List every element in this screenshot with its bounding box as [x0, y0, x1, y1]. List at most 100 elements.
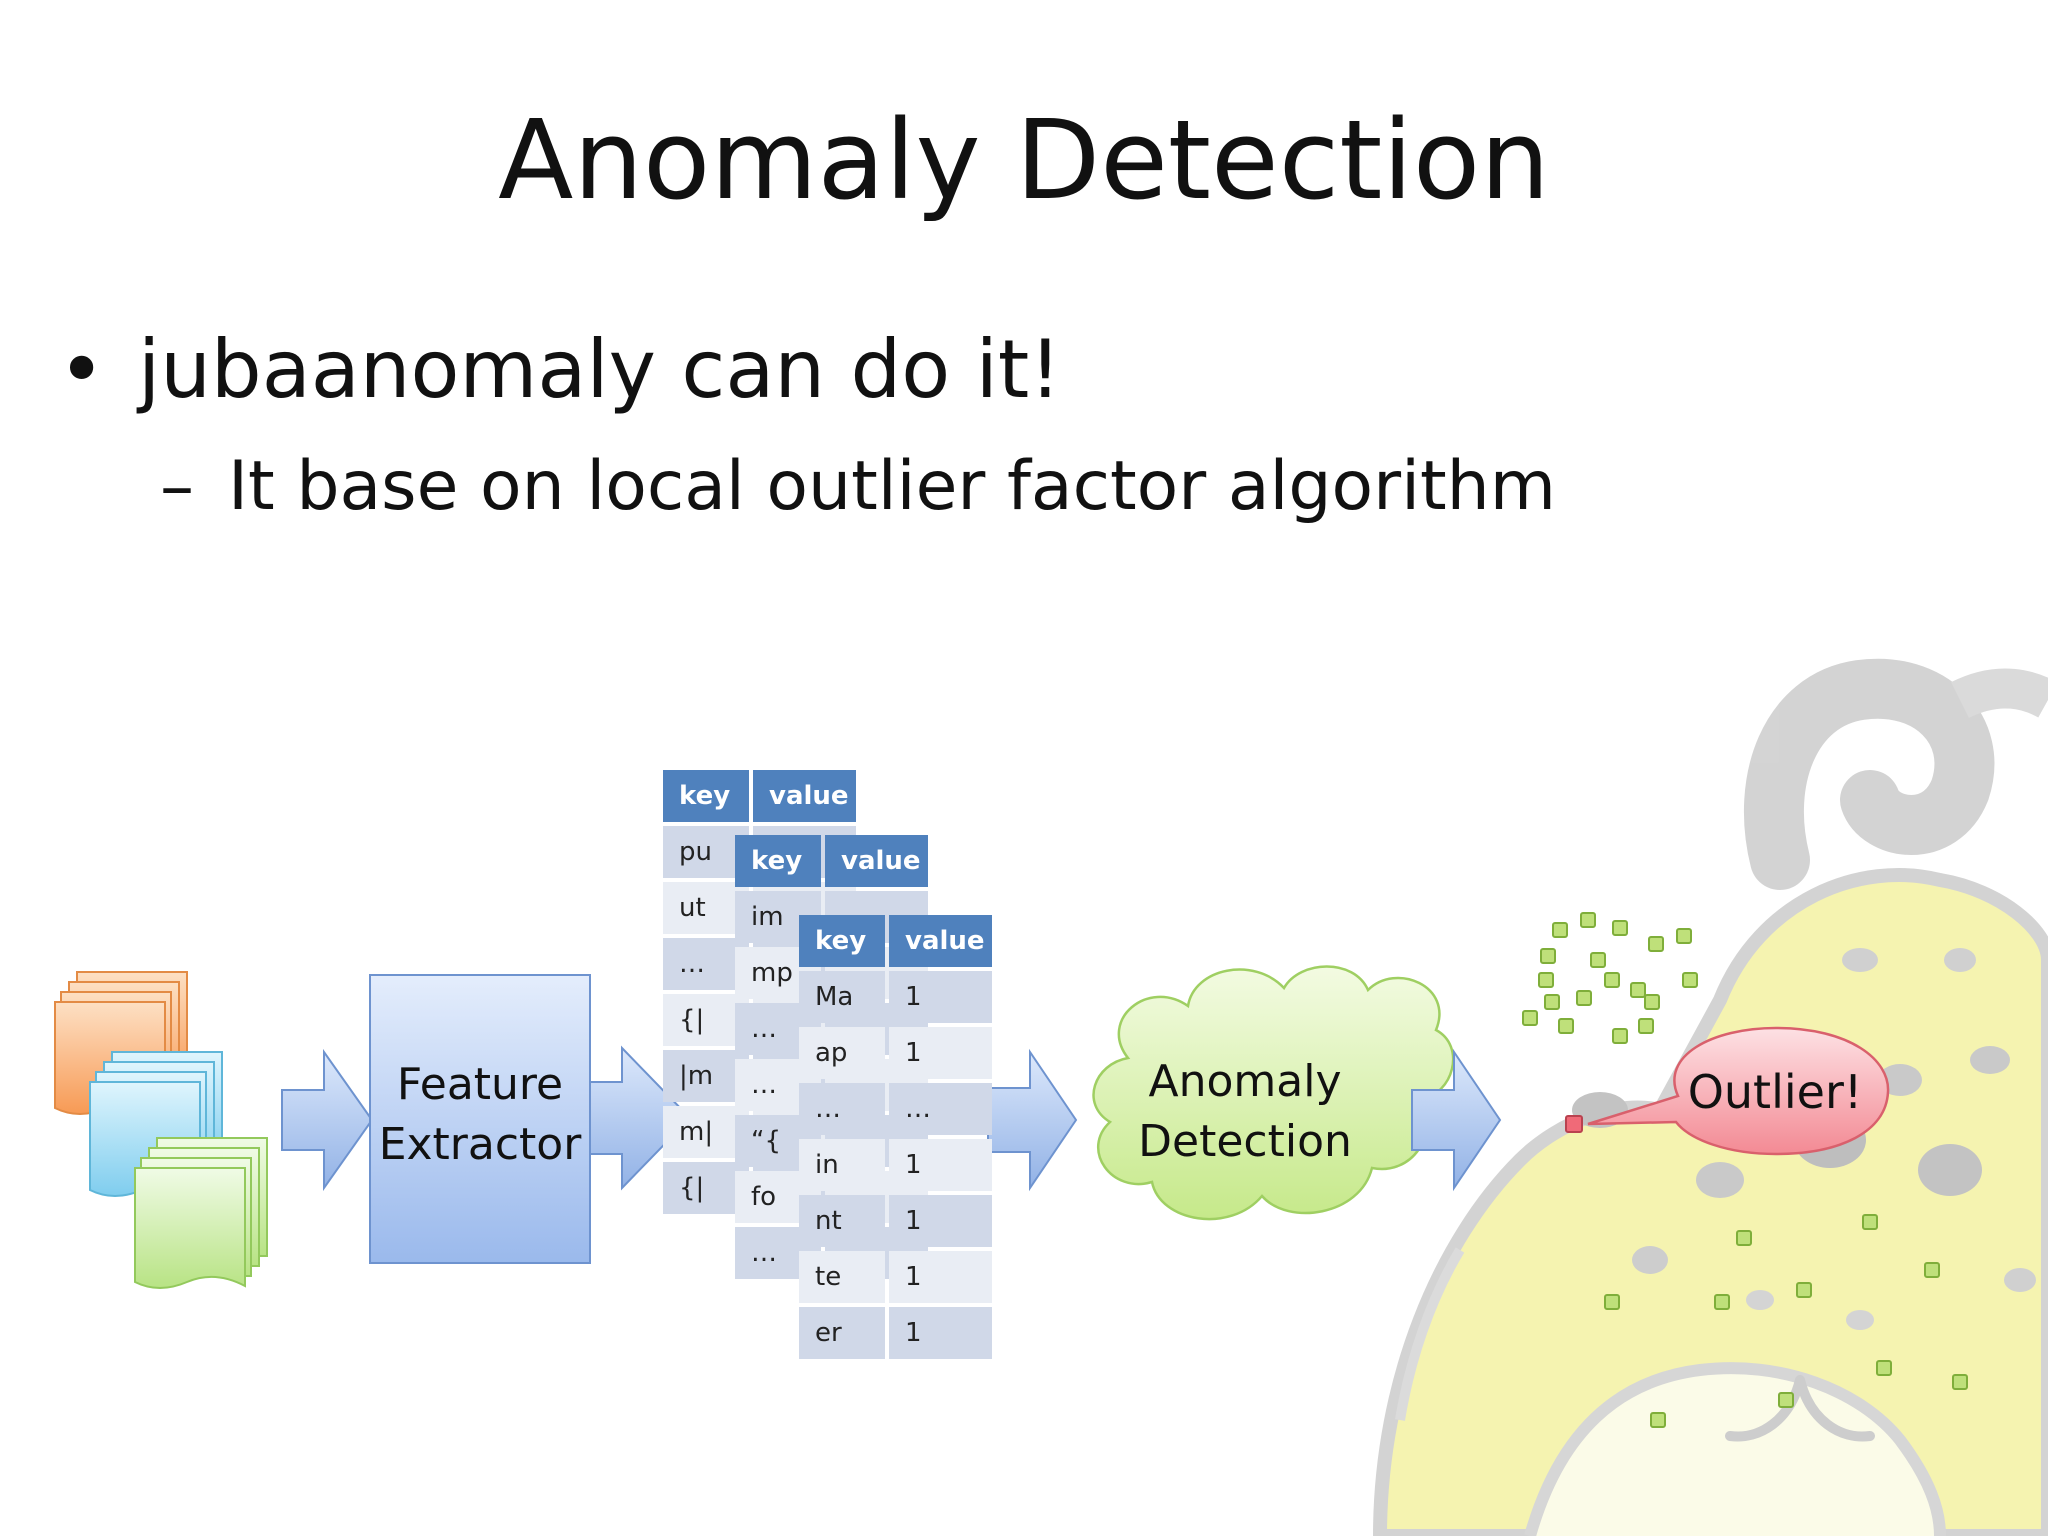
mascot-shape — [2004, 1268, 2036, 1292]
mascot-shape — [1970, 1046, 2010, 1074]
mascot-shape — [1944, 948, 1976, 972]
key-cell: pu — [663, 826, 749, 878]
mascot-shape — [1746, 1290, 1774, 1310]
value-cell: 1 — [889, 1195, 992, 1247]
arrow-right-icon — [281, 1048, 374, 1192]
value-column-header: value — [889, 915, 992, 967]
mascot-shape — [1632, 1246, 1668, 1274]
data-point — [1612, 920, 1628, 936]
data-point — [1650, 1412, 1666, 1428]
key-cell: … — [663, 938, 749, 990]
value-cell: 1 — [889, 971, 992, 1023]
arrow-right-icon — [987, 1048, 1078, 1192]
bullet-2-marker: – — [160, 447, 194, 526]
data-point — [1778, 1392, 1794, 1408]
value-cell: 1 — [889, 1027, 992, 1079]
key-column-header: key — [799, 915, 885, 967]
mascot-shape — [1725, 1375, 1875, 1442]
data-point — [1576, 990, 1592, 1006]
key-cell: Ma — [799, 971, 885, 1023]
value-cell: 1 — [889, 1307, 992, 1359]
data-point — [1538, 972, 1554, 988]
data-point — [1638, 1018, 1654, 1034]
mascot-shape — [1395, 1247, 1465, 1421]
bullet-2-text: It base on local outlier factor algorith… — [228, 447, 1556, 526]
data-point — [1552, 922, 1568, 938]
anomaly-detection-label-line-2: Detection — [1138, 1116, 1352, 1167]
data-point — [1544, 994, 1560, 1010]
key-cell: ut — [663, 882, 749, 934]
data-point — [1522, 1010, 1538, 1026]
feature-extractor-label: Feature Extractor — [368, 1055, 592, 1175]
mascot-shape — [1696, 1162, 1744, 1198]
value-column-header: value — [825, 835, 928, 887]
key-cell: er — [799, 1307, 885, 1359]
data-point — [1924, 1262, 1940, 1278]
feature-extractor-label-line-2: Extractor — [378, 1119, 582, 1170]
feature-extractor-box — [369, 974, 692, 1264]
key-cell: {| — [663, 994, 749, 1046]
data-point — [1540, 948, 1556, 964]
mascot-shape — [1846, 1310, 1874, 1330]
data-point — [1630, 982, 1646, 998]
key-cell: in — [799, 1139, 885, 1191]
document-stack-green — [134, 1137, 268, 1289]
key-column-header: key — [663, 770, 749, 822]
data-points — [1522, 912, 1968, 1428]
data-point — [1644, 994, 1660, 1010]
data-point — [1604, 1294, 1620, 1310]
data-point — [1604, 972, 1620, 988]
table-row: …… — [799, 1083, 992, 1135]
key-cell: {| — [663, 1162, 749, 1214]
data-point — [1876, 1360, 1892, 1376]
data-point — [1590, 952, 1606, 968]
arrow-right-icon — [1411, 1048, 1502, 1192]
data-point — [1952, 1374, 1968, 1390]
slide-title: Anomaly Detection — [498, 96, 1550, 224]
key-cell: … — [799, 1083, 885, 1135]
outlier-point — [1565, 1115, 1583, 1133]
key-cell: im — [735, 891, 821, 943]
mascot-shape — [1918, 1144, 1982, 1196]
key-cell: nt — [799, 1195, 885, 1247]
key-cell: ap — [799, 1027, 885, 1079]
mascot-shape — [1743, 658, 1995, 890]
key-cell: |m — [663, 1050, 749, 1102]
feature-extractor-label-line-1: Feature — [396, 1059, 564, 1110]
data-point — [1796, 1282, 1812, 1298]
bullet-1-marker: • — [58, 323, 106, 416]
data-point — [1580, 912, 1596, 928]
key-cell: te — [799, 1251, 885, 1303]
data-point — [1682, 972, 1698, 988]
data-point — [1714, 1294, 1730, 1310]
data-point — [1612, 1028, 1628, 1044]
key-cell: m| — [663, 1106, 749, 1158]
mascot-shape — [1524, 1362, 1946, 1536]
key-column-header: key — [735, 835, 821, 887]
data-point — [1676, 928, 1692, 944]
bullet-1-text: jubaanomaly can do it! — [138, 323, 1062, 416]
outlier-label: Outlier! — [1687, 1065, 1863, 1119]
document-stack-icon — [54, 971, 268, 1289]
value-column-header: value — [753, 770, 856, 822]
anomaly-detection-label: Anomaly Detection — [1105, 1052, 1385, 1172]
data-point — [1862, 1214, 1878, 1230]
data-point — [1736, 1230, 1752, 1246]
mascot-shape — [1842, 948, 1878, 972]
data-point — [1558, 1018, 1574, 1034]
value-cell: … — [889, 1083, 992, 1135]
mascot-shape — [1951, 668, 2048, 719]
value-cell: 1 — [889, 1251, 992, 1303]
